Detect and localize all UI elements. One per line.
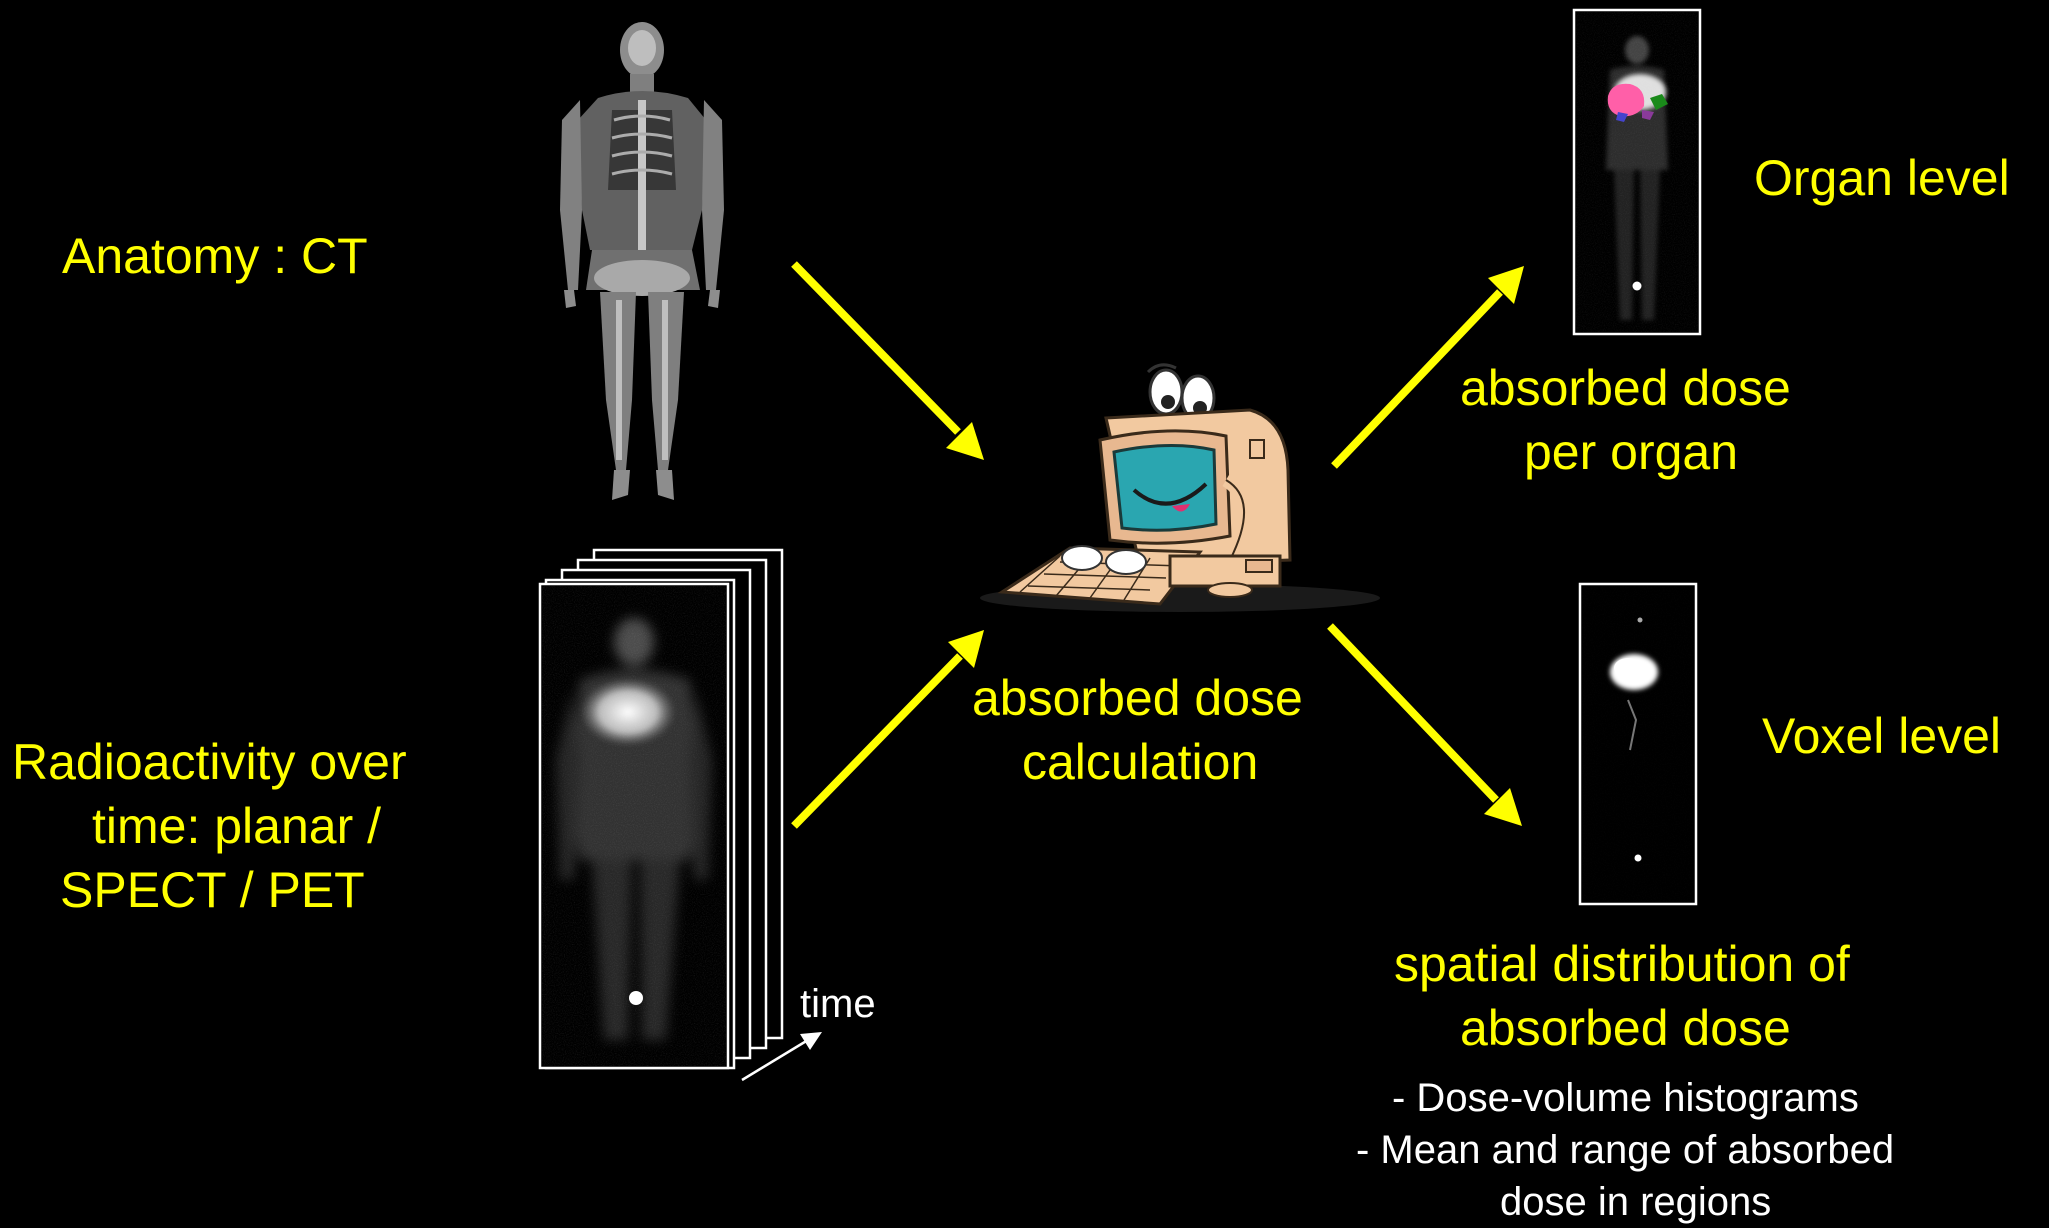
organ-dose-map-icon (1574, 10, 1700, 334)
whole-body-scan-stack-icon (540, 550, 782, 1068)
bullet-mean-range-line2: dose in regions (1500, 1176, 1771, 1228)
bullet-dose-volume-histograms: - Dose-volume histograms (1392, 1072, 1859, 1124)
spatial-distribution-label-line1: spatial distribution of (1394, 932, 1850, 996)
arrow-calc-to-voxel (1330, 626, 1522, 826)
bullet-mean-range-line1: - Mean and range of absorbed (1356, 1124, 1894, 1176)
calculation-label-line1: absorbed dose (972, 666, 1303, 730)
voxel-dose-map-icon (1580, 584, 1696, 904)
radioactivity-label-line3: SPECT / PET (60, 858, 365, 922)
radioactivity-label-line1: Radioactivity over (12, 730, 407, 794)
per-organ-label-line1: absorbed dose (1460, 356, 1791, 420)
per-organ-label-line2: per organ (1524, 420, 1738, 484)
organ-level-label: Organ level (1754, 146, 2010, 210)
arrow-ct-to-calc (794, 264, 984, 460)
cartoon-computer-icon (980, 365, 1380, 612)
anatomy-label: Anatomy : CT (62, 224, 368, 288)
radioactivity-label-line2: time: planar / (92, 794, 381, 858)
calculation-label-line2: calculation (1022, 730, 1258, 794)
whole-body-ct-icon (560, 22, 724, 500)
spatial-distribution-label-line2: absorbed dose (1460, 996, 1791, 1060)
arrow-scan-to-calc (794, 630, 984, 826)
time-label: time (800, 978, 876, 1030)
voxel-level-label: Voxel level (1762, 704, 2001, 768)
